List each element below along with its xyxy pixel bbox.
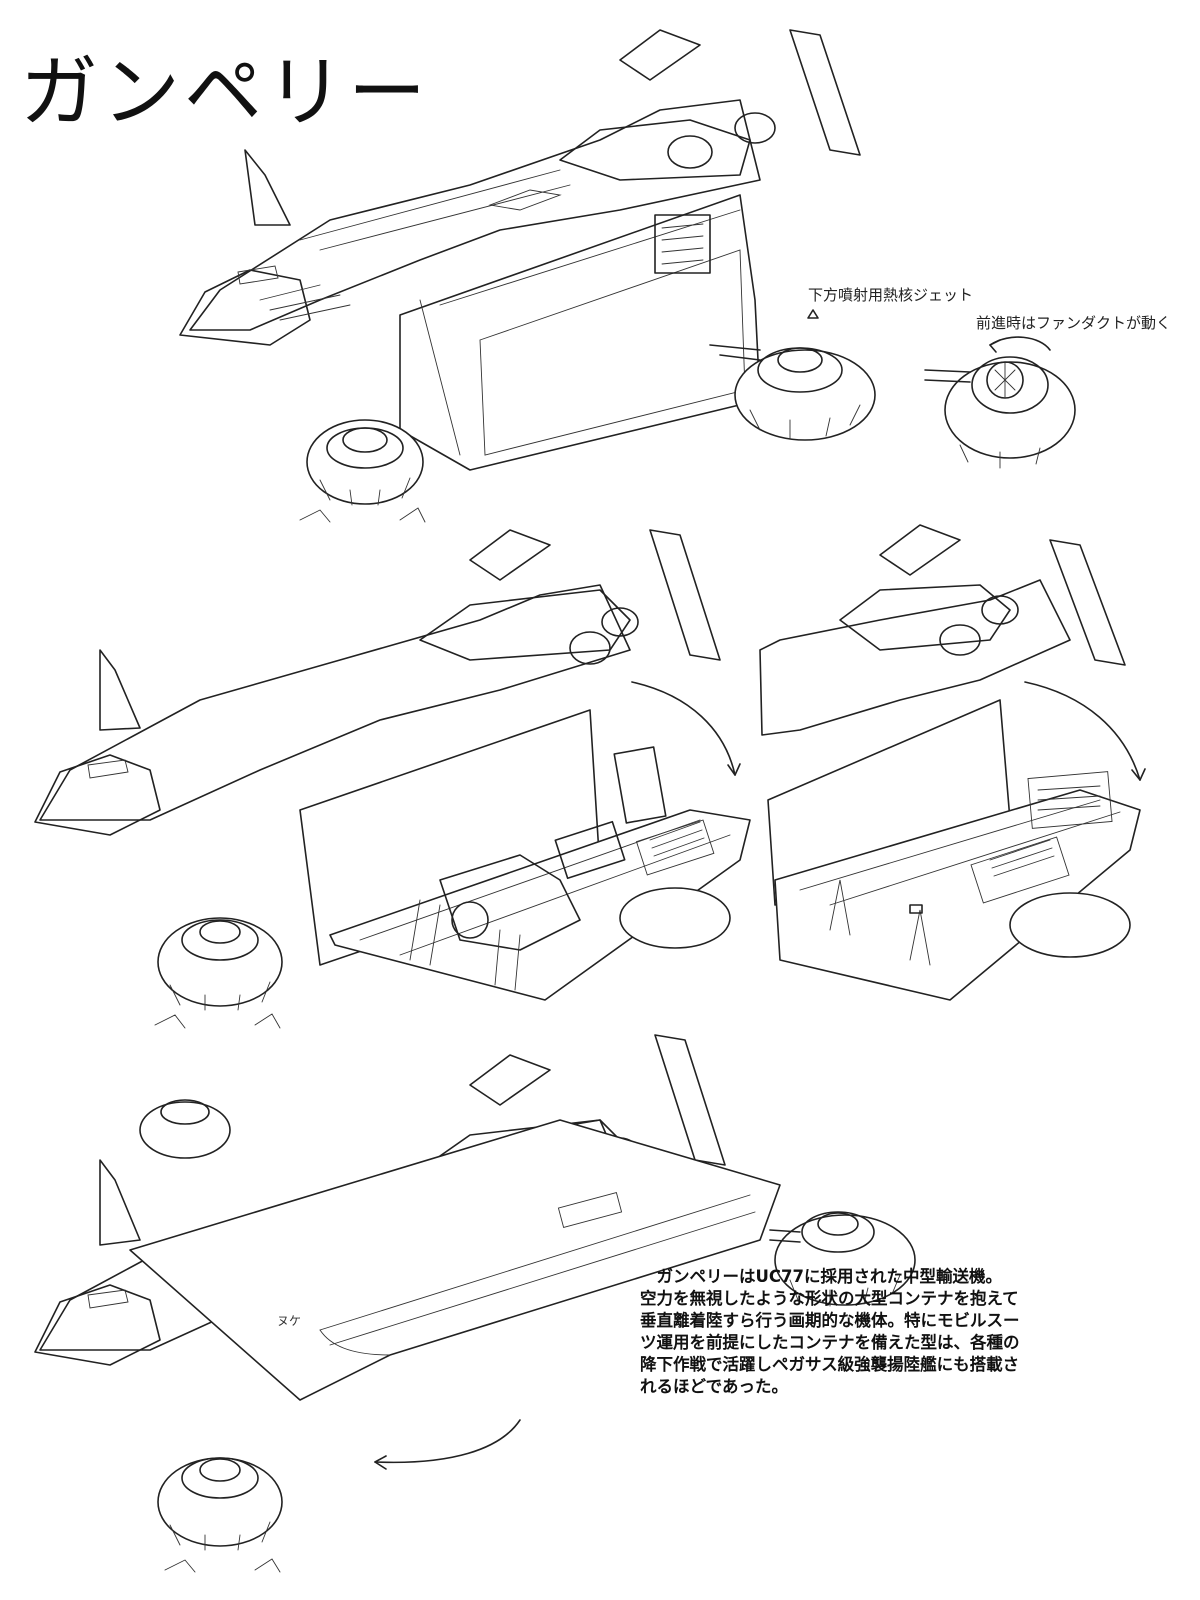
- page-title: ガンペリー: [20, 48, 431, 138]
- gunperry-empty-container-sketch: [759, 524, 1146, 1001]
- description-line: 垂直離着陸すら行う画期的な機体。特にモビルスー: [640, 1311, 1020, 1330]
- description-line: 降下作戦で活躍しペガサス級強襲揚陸艦にも搭載さ: [640, 1355, 1020, 1374]
- description-line: れるほどであった。: [640, 1377, 789, 1396]
- description-text: ガンペリーはUC77に採用された中型輸送機。 空力を無視したような形状の大型コン…: [640, 1266, 1180, 1398]
- jet-annotation: 下方噴射用熱核ジェット: [808, 286, 974, 304]
- gunperry-closed-container-sketch: [179, 29, 1076, 523]
- small-handwritten-mark: ヌケ: [277, 1314, 302, 1328]
- description-line: ガンペリーはUC77に採用された中型輸送機。: [640, 1267, 1002, 1286]
- description-line: ツ運用を前提にしたコンテナを備えた型は、各種の: [640, 1333, 1020, 1352]
- description-line: 空力を無視したような形状の大型コンテナを抱えて: [640, 1289, 1019, 1308]
- gunperry-open-container-with-mobile-suit-sketch: [34, 529, 751, 1029]
- gunperry-flight-mode-sketch: [34, 1034, 916, 1573]
- fan-annotation: 前進時はファンダクトが動く: [976, 314, 1172, 332]
